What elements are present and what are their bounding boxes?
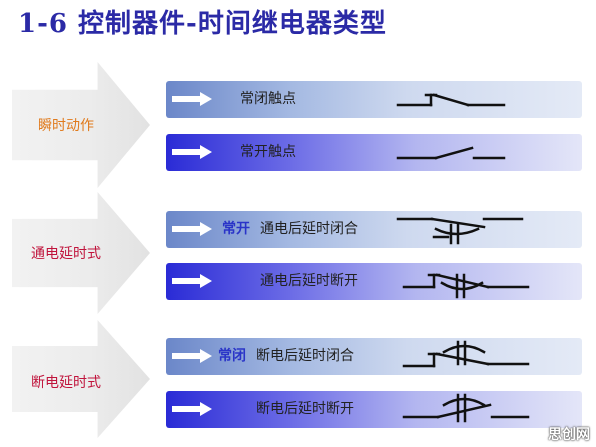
row-label: 通电后延时断开: [260, 273, 358, 289]
off-delay-open-icon: [402, 393, 530, 423]
page-title: 1-6 控制器件-时间继电器类型: [18, 9, 387, 39]
group-label-instant: 瞬时动作: [38, 118, 94, 134]
nc-contact-icon: [396, 93, 506, 107]
row-on-delay-close: 常开 通电后延时闭合: [166, 211, 582, 248]
contact-type-tag: 常开: [222, 221, 250, 237]
off-delay-close-icon: [402, 340, 530, 368]
row-label: 常闭触点: [240, 91, 296, 107]
no-contact-icon: [396, 146, 506, 160]
white-arrow-icon: [172, 349, 212, 363]
white-arrow-icon: [172, 274, 212, 288]
row-label: 断电后延时断开: [256, 401, 354, 417]
row-off-delay-open: 断电后延时断开: [166, 391, 582, 428]
row-off-delay-close: 常闭 断电后延时闭合: [166, 338, 582, 375]
row-normally-open: 常开触点: [166, 134, 582, 171]
contact-type-tag: 常闭: [218, 348, 246, 364]
white-arrow-icon: [172, 145, 212, 159]
white-arrow-icon: [172, 402, 212, 416]
on-delay-close-icon: [396, 217, 524, 245]
group-label-off-delay: 断电延时式: [31, 375, 101, 391]
on-delay-open-icon: [402, 273, 530, 299]
row-on-delay-open: 通电后延时断开: [166, 263, 582, 300]
row-label: 常开触点: [240, 144, 296, 160]
watermark: 思创网: [548, 427, 590, 443]
group-label-on-delay: 通电延时式: [31, 246, 101, 262]
white-arrow-icon: [172, 92, 212, 106]
row-label: 断电后延时闭合: [256, 348, 354, 364]
row-normally-closed: 常闭触点: [166, 81, 582, 118]
white-arrow-icon: [172, 222, 212, 236]
row-label: 通电后延时闭合: [260, 221, 358, 237]
